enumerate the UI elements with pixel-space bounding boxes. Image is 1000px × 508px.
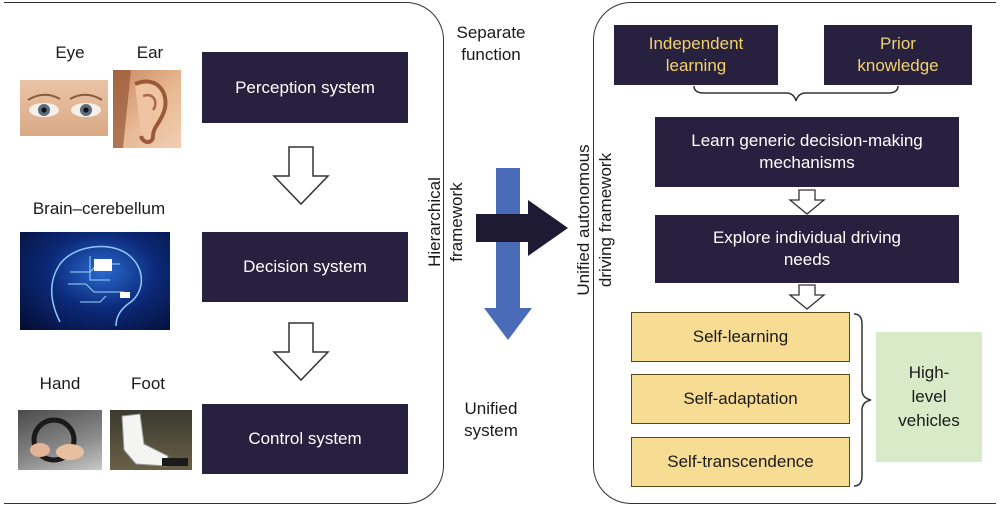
- down-arrow-icon: [272, 146, 330, 206]
- self-adaptation-box: Self-adaptation: [631, 374, 850, 424]
- decision-system-label: Decision system: [243, 257, 367, 276]
- high-level-vehicles-box: High- level vehicles: [876, 332, 982, 462]
- ear-image: [113, 70, 181, 148]
- decision-system-box: Decision system: [202, 232, 408, 302]
- left-panel: [4, 2, 444, 504]
- right-panel: [593, 2, 996, 504]
- down-arrow-icon: [272, 322, 330, 382]
- self-transcendence-label: Self-transcendence: [667, 452, 814, 471]
- foot-image: [110, 410, 192, 470]
- control-system-box: Control system: [202, 404, 408, 474]
- self-transcendence-box: Self-transcendence: [631, 437, 850, 487]
- ear-label: Ear: [136, 43, 164, 62]
- self-learning-box: Self-learning: [631, 312, 850, 362]
- dark-right-arrow-icon: [476, 200, 568, 256]
- eye-image: [20, 80, 108, 136]
- down-arrow-icon: [788, 284, 826, 310]
- right-brace: [853, 313, 872, 487]
- perception-system-label: Perception system: [235, 77, 375, 97]
- eye-label: Eye: [55, 43, 85, 62]
- foot-label: Foot: [130, 374, 166, 393]
- control-system-label: Control system: [248, 429, 362, 448]
- blue-down-arrow-icon: [484, 168, 532, 340]
- hand-label: Hand: [39, 374, 81, 393]
- self-learning-label: Self-learning: [692, 327, 789, 346]
- brain-image: [20, 232, 170, 330]
- down-arrow-icon: [788, 189, 826, 215]
- brace-connector: [693, 85, 899, 102]
- self-adaptation-label: Self-adaptation: [683, 389, 798, 408]
- perception-system-box: Perception system: [202, 52, 408, 123]
- brain-label: Brain–cerebellum: [32, 199, 166, 218]
- hand-image: [18, 410, 102, 470]
